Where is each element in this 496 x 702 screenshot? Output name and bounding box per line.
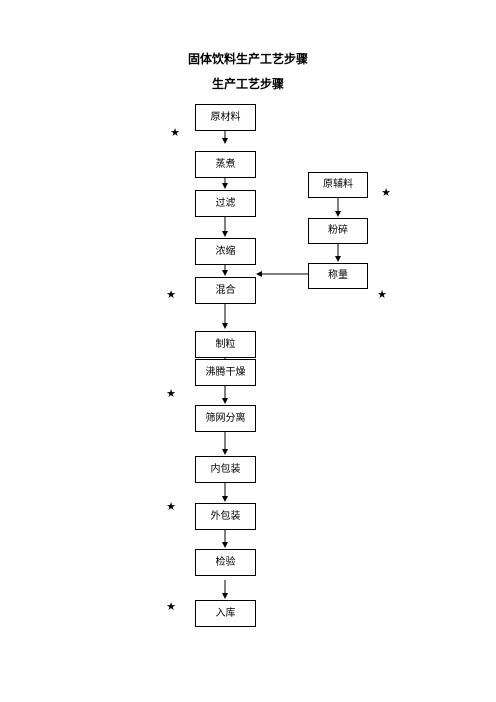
step-weighing: 称量 [308,263,368,289]
star-icon: ★ [377,288,387,301]
step-inner-packing: 内包装 [195,456,256,483]
star-icon: ★ [166,500,176,513]
star-icon: ★ [166,600,176,613]
step-steaming: 蒸煮 [195,151,256,178]
star-icon: ★ [381,186,391,199]
step-filtering: 过滤 [195,190,256,217]
star-icon: ★ [170,126,180,139]
step-crushing: 粉碎 [308,218,368,244]
step-mixing: 混合 [195,277,256,304]
step-warehousing: 入库 [195,600,256,627]
star-icon: ★ [166,387,176,400]
step-concentrating: 浓缩 [195,238,256,265]
star-icon: ★ [166,288,176,301]
step-auxiliary-material: 原辅料 [308,172,368,198]
step-inspection: 检验 [195,549,256,576]
step-sieve-separation: 筛网分离 [195,405,256,432]
step-fluidized-drying: 沸腾干燥 [195,359,256,386]
step-granulating: 制粒 [195,331,256,358]
step-outer-packing: 外包装 [195,503,256,530]
document-title: 固体饮料生产工艺步骤 [187,52,308,66]
diagram-title: 生产工艺步骤 [211,77,284,91]
step-raw-material: 原材料 [195,104,256,131]
